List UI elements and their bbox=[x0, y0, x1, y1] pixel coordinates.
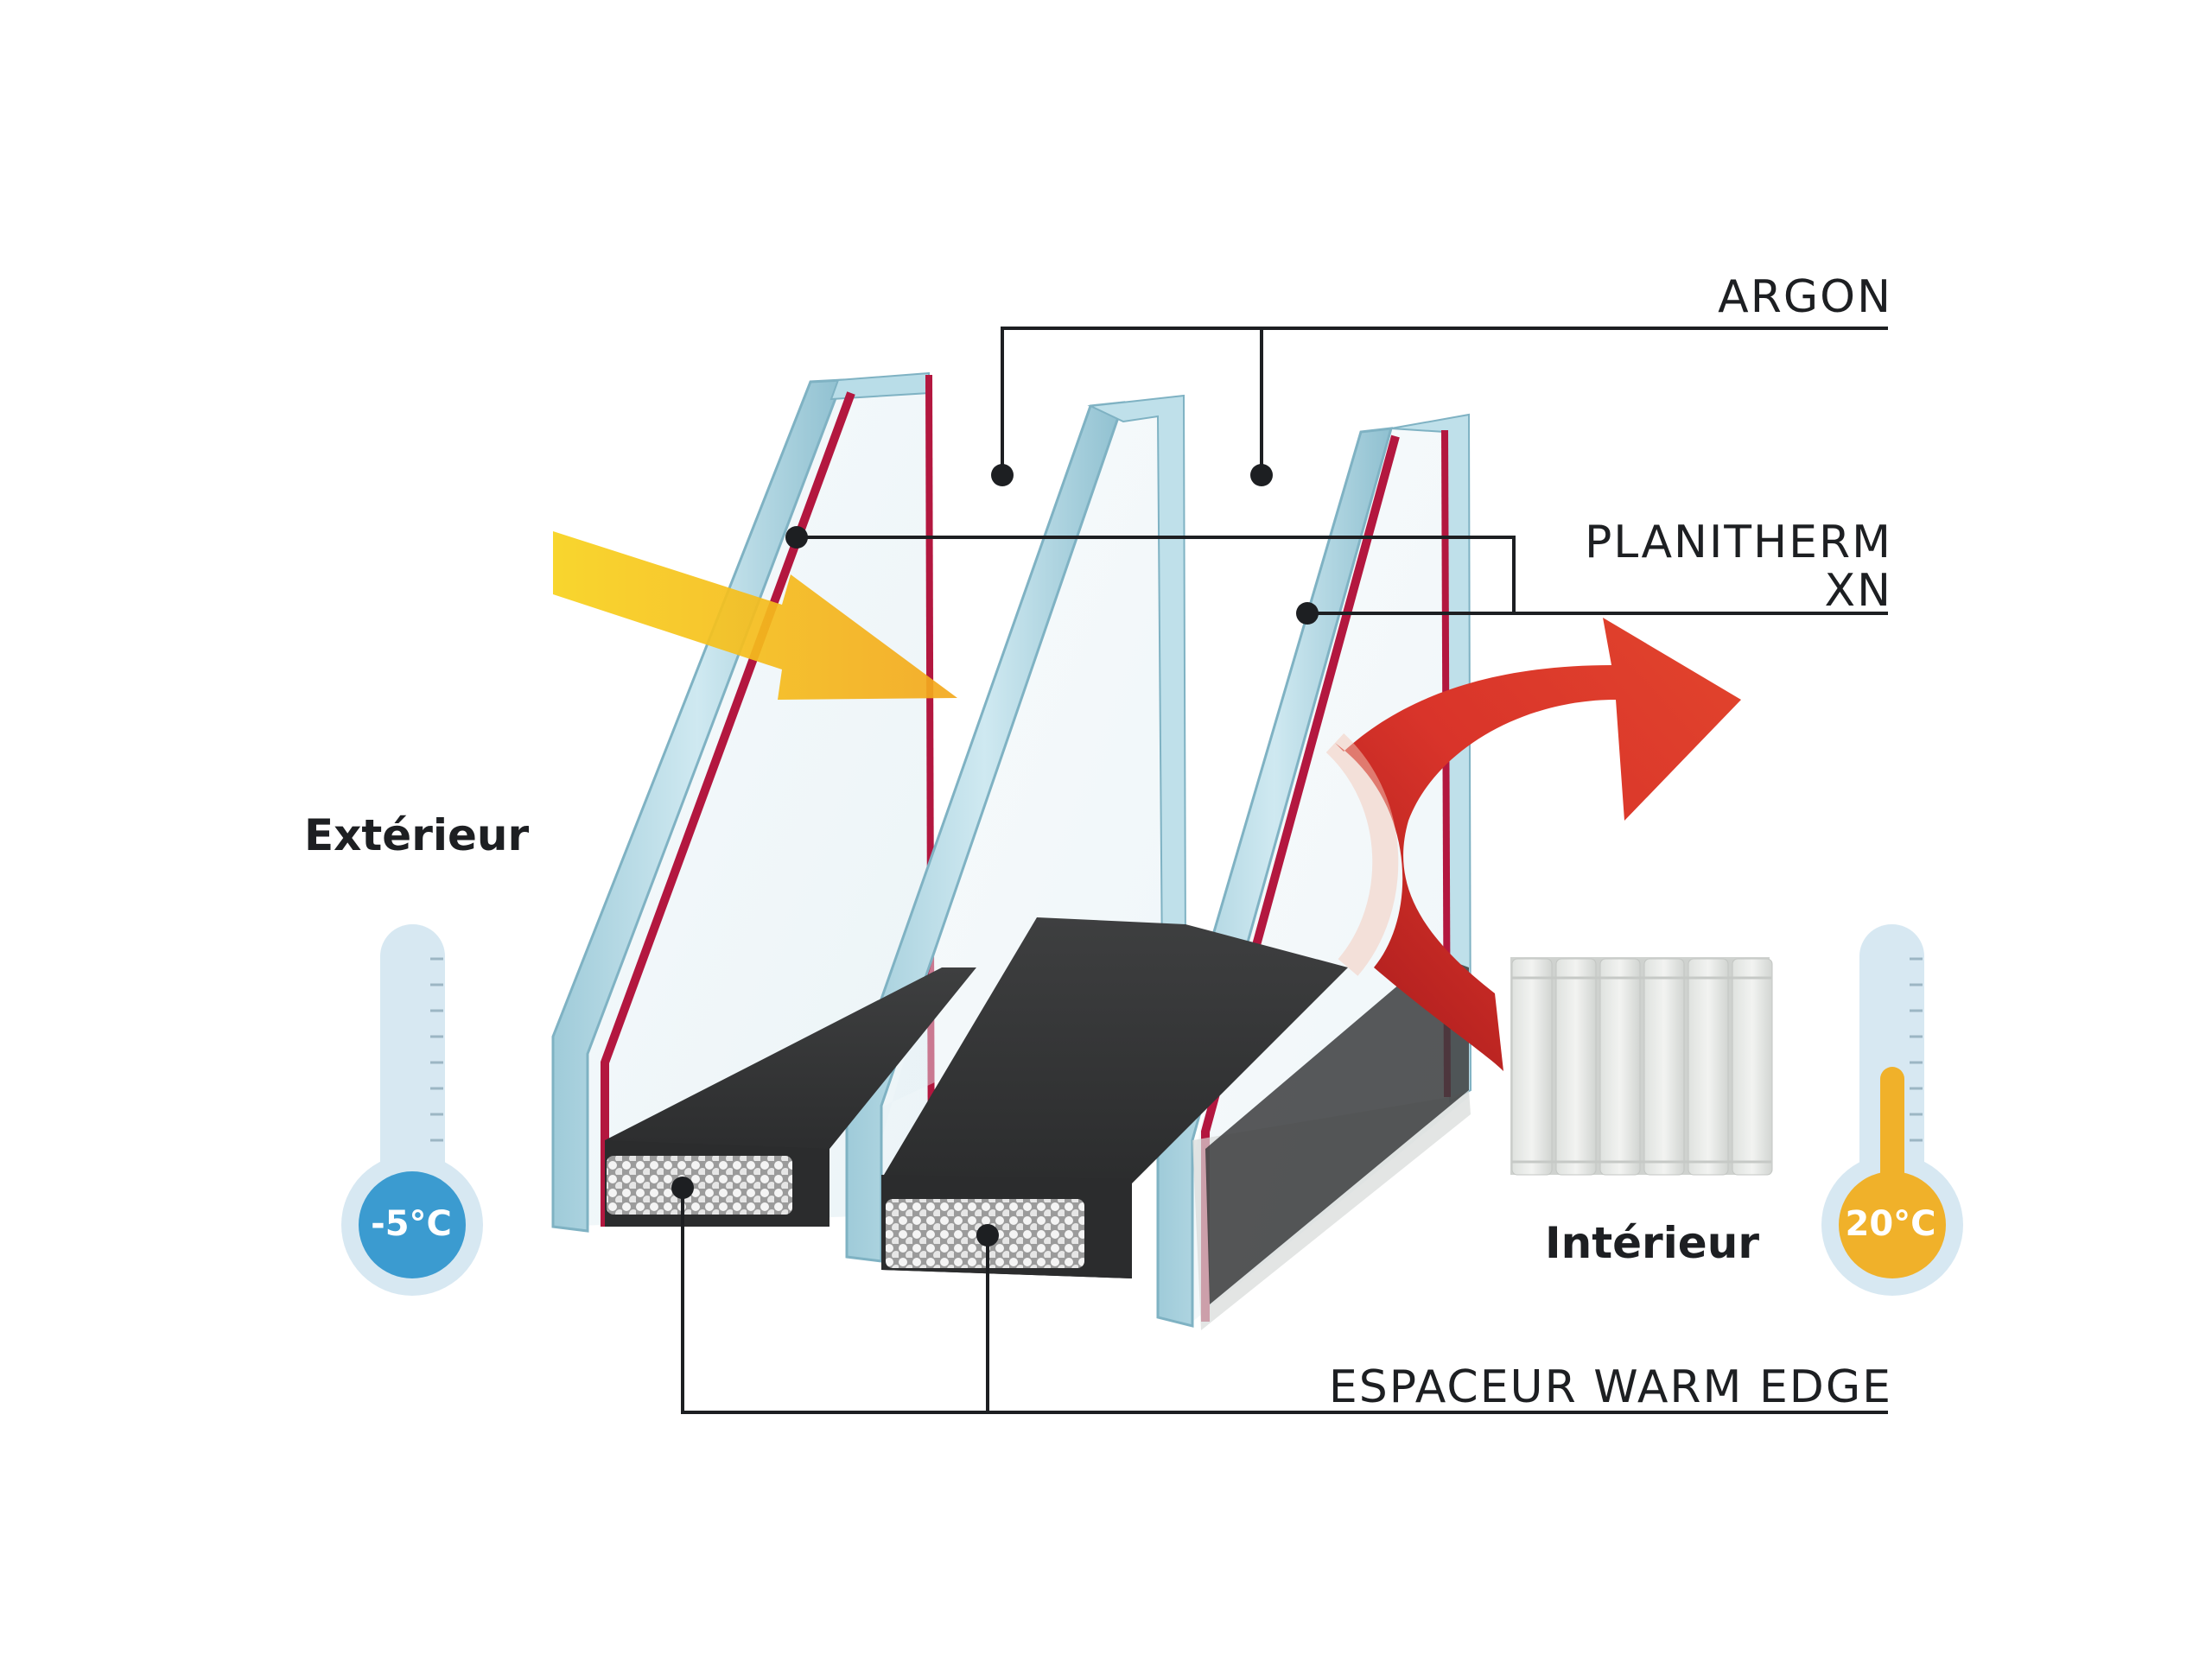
argon-leader-lines bbox=[1001, 327, 1888, 473]
radiator-icon bbox=[1510, 957, 1773, 1176]
espaceur-leader-lines bbox=[681, 1188, 1888, 1414]
planitherm-marker-2 bbox=[1296, 602, 1319, 625]
interior-temperature: 20°C bbox=[1845, 1204, 1936, 1244]
heat-reflection-arrow-icon bbox=[1325, 618, 1741, 1071]
argon-marker-2 bbox=[1250, 464, 1273, 486]
argon-marker-1 bbox=[991, 464, 1014, 486]
exterior-label: Extérieur bbox=[304, 810, 530, 860]
thermometer-cold-icon bbox=[341, 924, 483, 1296]
planitherm-label-line2: XN bbox=[1824, 565, 1892, 617]
sun-ray-arrow-icon bbox=[553, 531, 957, 700]
thermometer-warm-icon bbox=[1821, 924, 1963, 1296]
warm-edge-spacer-2 bbox=[881, 917, 1469, 1304]
espaceur-label: ESPACEUR WARM EDGE bbox=[1328, 1361, 1892, 1413]
planitherm-leader-lines bbox=[797, 536, 1888, 615]
planitherm-label: PLANITHERM XN bbox=[1585, 518, 1892, 615]
planitherm-label-line1: PLANITHERM bbox=[1584, 517, 1892, 568]
espaceur-marker-1 bbox=[671, 1177, 694, 1199]
exterior-temperature: -5°C bbox=[371, 1204, 452, 1244]
espaceur-marker-2 bbox=[976, 1224, 999, 1246]
warm-edge-spacer-1 bbox=[605, 967, 976, 1227]
argon-label: ARGON bbox=[1718, 271, 1892, 323]
planitherm-marker-1 bbox=[785, 526, 808, 549]
interior-label: Intérieur bbox=[1545, 1218, 1759, 1268]
